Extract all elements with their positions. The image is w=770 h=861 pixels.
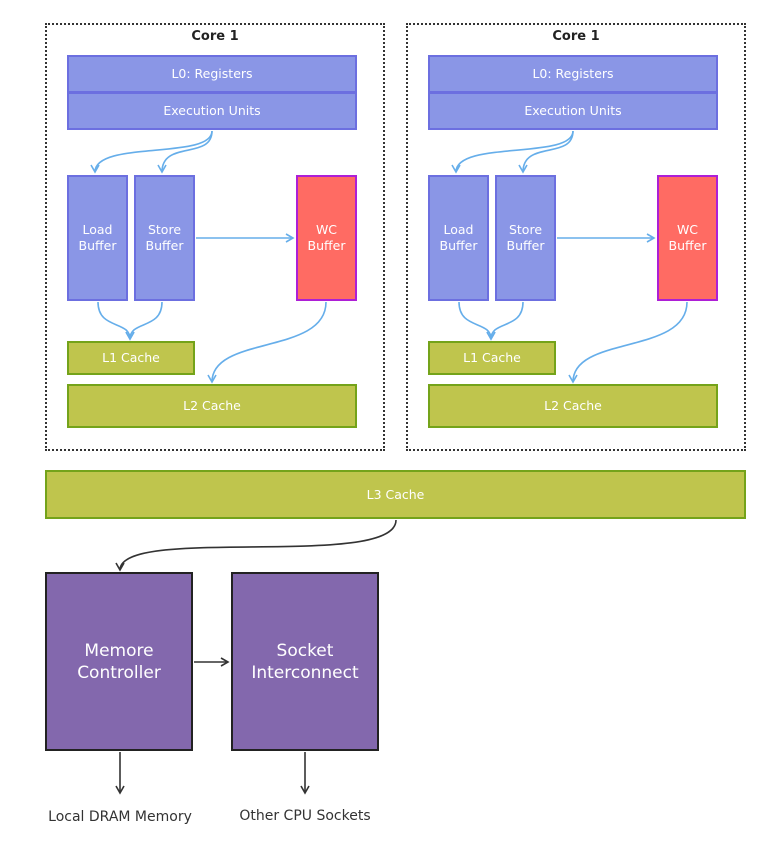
l0-registers: L0: Registers [67,55,357,93]
wc-buffer: WC Buffer [657,175,718,301]
memory-arrows [115,519,397,795]
exec-to-store-arrow [157,130,213,174]
core-right: Core 1 [406,23,746,451]
local-dram-label: Local DRAM Memory [48,809,192,825]
core-right-arrows [451,130,688,384]
load-to-l1-arrow [458,301,496,341]
l2-cache: L2 Cache [428,384,718,428]
core-left: Core 1 [45,23,385,451]
l3-cache: L3 Cache [45,470,746,519]
l1-cache: L1 Cache [67,341,195,375]
memory-controller: Memore Controller [45,572,193,751]
core-title: Core 1 [191,29,239,44]
wc-to-l2-arrow [207,301,327,384]
exec-to-store-arrow [518,130,574,174]
store-to-l1-arrow [486,301,524,341]
execution-units: Execution Units [67,92,357,130]
exec-to-load-arrow [90,130,213,174]
l1-cache: L1 Cache [428,341,556,375]
execution-units: Execution Units [428,92,718,130]
core-title: Core 1 [552,29,600,44]
l2-cache: L2 Cache [67,384,357,428]
load-buffer: Load Buffer [67,175,128,301]
other-sockets-label: Other CPU Sockets [239,808,371,824]
core-left-arrows [90,130,327,384]
store-buffer: Store Buffer [134,175,195,301]
load-buffer: Load Buffer [428,175,489,301]
load-to-l1-arrow [97,301,135,341]
wc-buffer: WC Buffer [296,175,357,301]
store-buffer: Store Buffer [495,175,556,301]
socket-interconnect: Socket Interconnect [231,572,379,751]
wc-to-l2-arrow [568,301,688,384]
l3-to-memory-controller-arrow [115,519,397,572]
store-to-l1-arrow [125,301,163,341]
exec-to-load-arrow [451,130,574,174]
